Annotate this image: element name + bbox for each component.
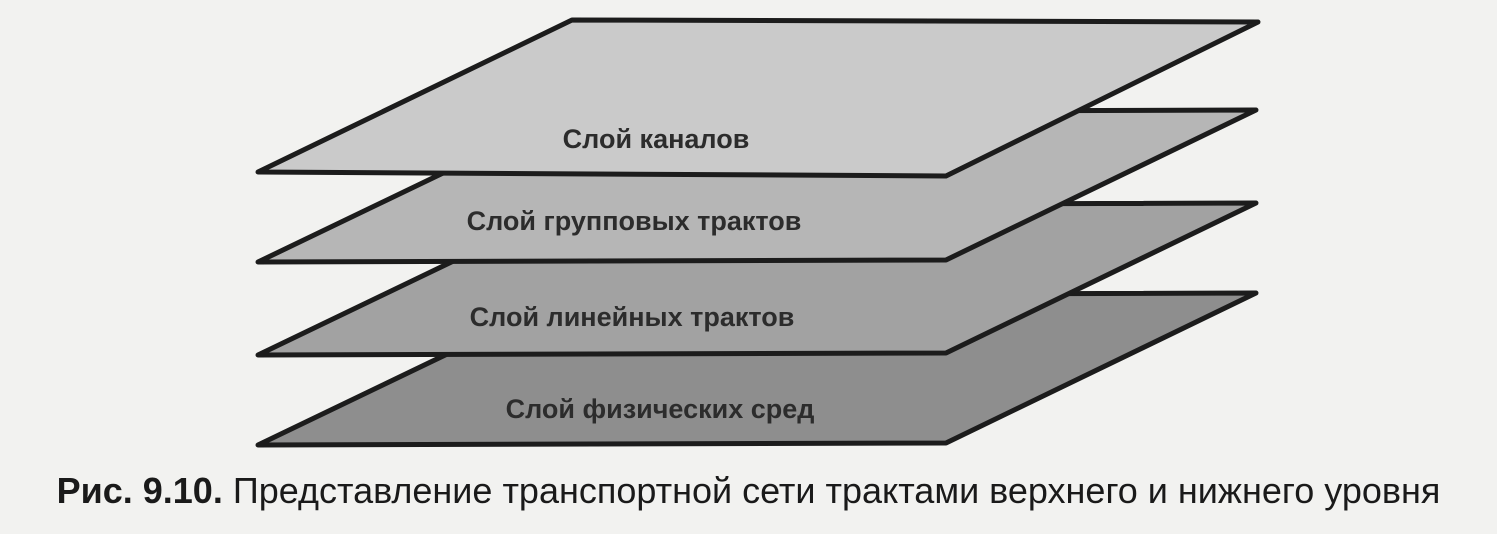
figure-number: Рис. 9.10. [56,470,223,511]
layer-channels: Слой каналов [255,17,1261,179]
layer-channels-plane [255,17,1261,179]
layer-channels-label: Слой каналов [563,124,750,154]
layer-physical-media-label: Слой физических сред [506,394,815,424]
layer-group-paths-label: Слой групповых трактов [467,206,802,236]
layer-linear-paths-label: Слой линейных трактов [470,302,795,332]
figure-caption-text: Представление транспортной сети трактами… [232,470,1441,511]
figure-caption: Рис. 9.10. Представление транспортной се… [0,470,1497,512]
